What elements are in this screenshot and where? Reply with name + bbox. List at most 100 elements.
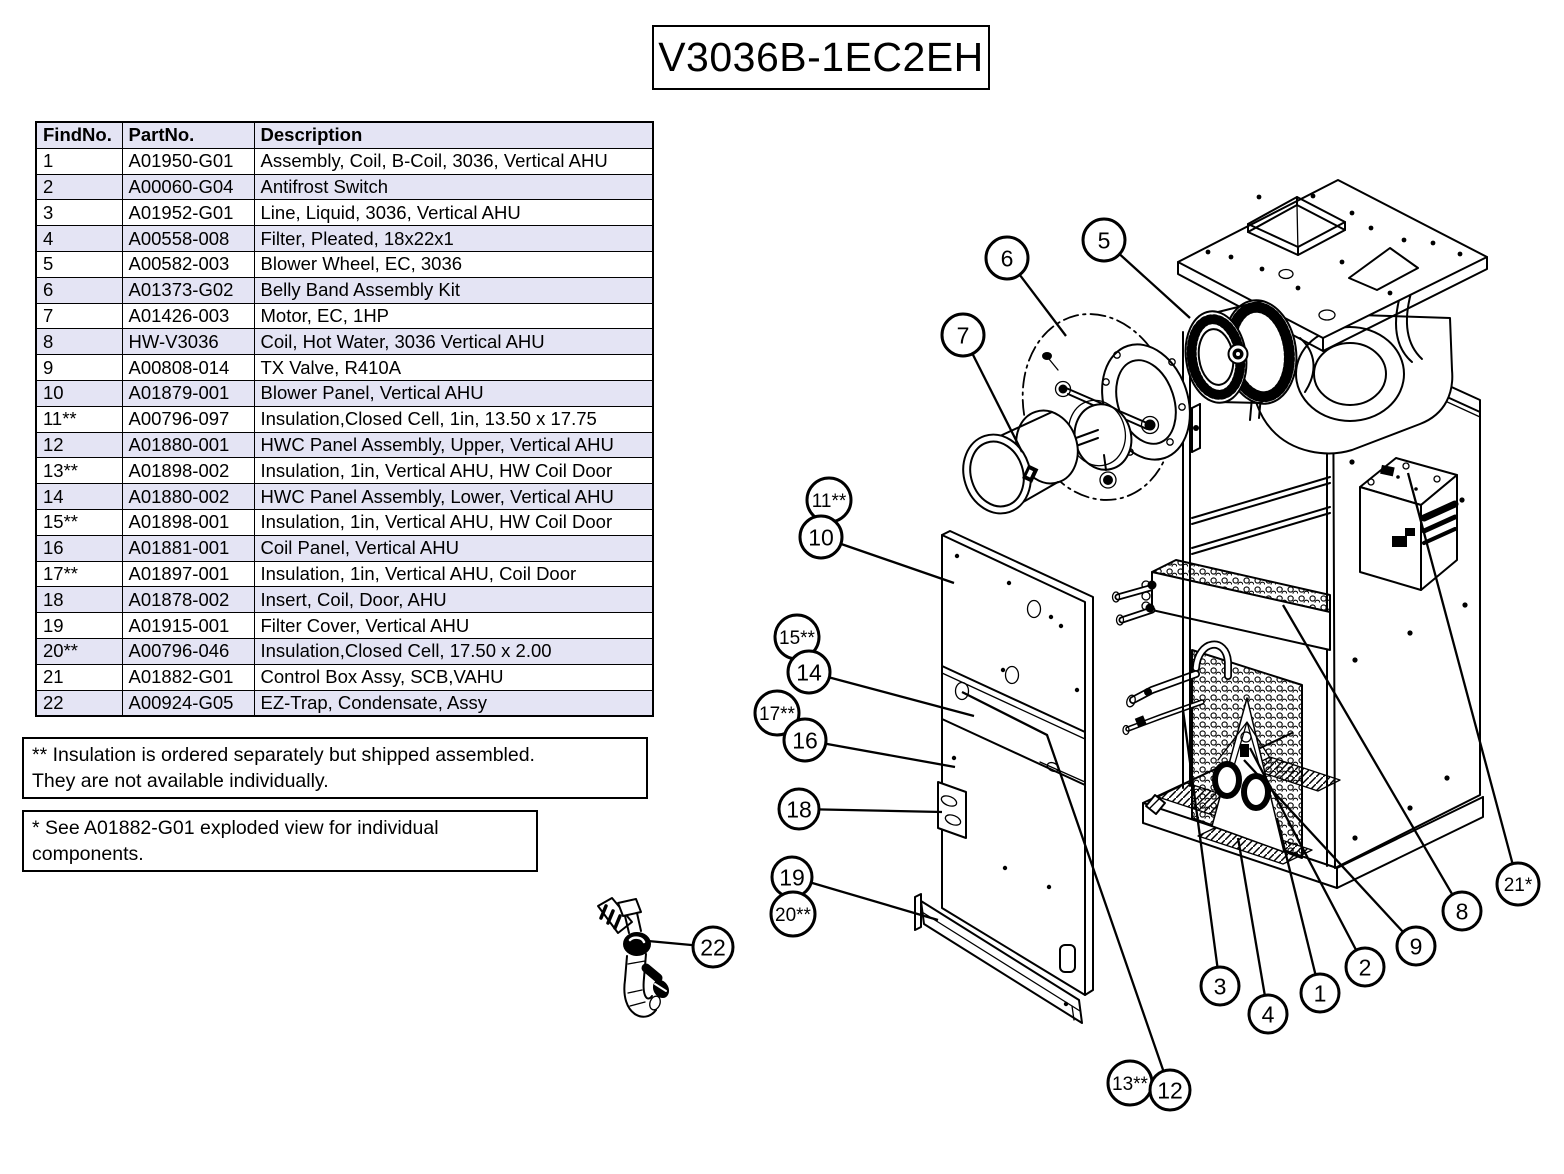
callout-4: 4 xyxy=(1247,993,1289,1035)
leader-line-14 xyxy=(808,670,975,718)
leader-line-16 xyxy=(804,738,956,769)
description-cell: Insulation,Closed Cell, 17.50 x 2.00 xyxy=(253,637,654,665)
callout-10: 10 xyxy=(798,514,844,560)
callout-label: 9 xyxy=(1410,933,1423,959)
callout-label: 11** xyxy=(812,491,847,512)
description-cell: Insulation, 1in, Vertical AHU, HW Coil D… xyxy=(253,508,654,536)
control-box-note: * See A01882-G01 exploded view for indiv… xyxy=(22,810,538,872)
callout-label: 5 xyxy=(1098,227,1111,253)
callout-12: 12 xyxy=(1148,1068,1192,1112)
callout-1: 1 xyxy=(1299,972,1341,1014)
control-box xyxy=(1359,457,1459,591)
callout-circle xyxy=(1395,925,1437,967)
description-cell: Filter, Pleated, 18x22x1 xyxy=(253,225,654,252)
description-cell: Antifrost Switch xyxy=(253,173,654,201)
part-no-cell: A01952-G01 xyxy=(121,199,255,227)
description-cell: Coil, Hot Water, 3036 Vertical AHU xyxy=(253,328,654,356)
part-no-cell: A00582-003 xyxy=(121,250,255,278)
find-no-cell: 7 xyxy=(35,302,123,330)
description-cell: EZ-Trap, Condensate, Assy xyxy=(253,689,654,717)
part-no-cell: A01882-G01 xyxy=(121,663,255,691)
callout-circle xyxy=(940,312,986,358)
find-no-cell: 20** xyxy=(35,637,123,665)
part-no-cell: A01898-001 xyxy=(121,508,255,536)
description-cell: Coil Panel, Vertical AHU xyxy=(253,534,654,562)
part-no-cell: A00796-097 xyxy=(121,405,255,433)
callout-11: 11** xyxy=(805,476,853,524)
description-cell: Belly Band Assembly Kit xyxy=(253,276,654,304)
model-title: V3036B-1EC2EH xyxy=(658,34,984,80)
callout-circle xyxy=(1299,972,1341,1014)
description-cell: TX Valve, R410A xyxy=(253,354,654,381)
find-no-cell: 14 xyxy=(35,483,123,510)
column-header: PartNo. xyxy=(121,121,255,149)
part-no-cell: A00796-046 xyxy=(121,637,255,665)
blower-wheel xyxy=(1184,299,1298,405)
callout-18: 18 xyxy=(777,787,821,831)
part-no-cell: A01373-G02 xyxy=(121,276,255,304)
wheel-hub xyxy=(1227,343,1249,365)
callouts: 65711**1015**1417**16181920**2213**12341… xyxy=(647,217,1541,1112)
callout-label: 8 xyxy=(1456,898,1469,924)
callout-22: 22 xyxy=(691,925,735,969)
callout-circle xyxy=(1344,946,1386,988)
leader-line-21 xyxy=(1406,472,1520,885)
callout-circle xyxy=(782,717,828,763)
callout-circle xyxy=(1199,965,1241,1007)
ez-trap xyxy=(597,897,670,1018)
callout-5: 5 xyxy=(1081,217,1127,263)
callout-label: 4 xyxy=(1262,1001,1275,1027)
part-no-cell: HW-V3036 xyxy=(121,328,255,356)
callout-label: 12 xyxy=(1157,1077,1183,1103)
callout-circle xyxy=(753,689,801,737)
callout-circle xyxy=(777,787,821,831)
description-cell: Control Box Assy, SCB,VAHU xyxy=(253,663,654,691)
find-no-cell: 13** xyxy=(35,457,123,485)
description-cell: Insulation,Closed Cell, 1in, 13.50 x 17.… xyxy=(253,405,654,433)
callout-circle xyxy=(786,649,832,695)
parts-table-header: FindNo.PartNo.Description xyxy=(35,121,654,149)
description-cell: Insulation, 1in, Vertical AHU, HW Coil D… xyxy=(253,457,654,485)
callout-7: 7 xyxy=(940,312,986,358)
callout-circle xyxy=(798,514,844,560)
part-no-cell: A01878-002 xyxy=(121,586,255,614)
callout-label: 15** xyxy=(779,628,816,649)
callout-circle xyxy=(1441,890,1483,932)
callout-circle xyxy=(1247,993,1289,1035)
callout-9: 9 xyxy=(1395,925,1437,967)
callout-circle xyxy=(1148,1068,1192,1112)
find-no-cell: 1 xyxy=(35,147,123,175)
callout-2: 2 xyxy=(1344,946,1386,988)
find-no-cell: 22 xyxy=(35,689,123,717)
part-no-cell: A01881-001 xyxy=(121,534,255,562)
leader-line-4 xyxy=(1236,837,1270,1015)
model-title-box: V3036B-1EC2EH xyxy=(652,25,990,90)
find-no-cell: 8 xyxy=(35,328,123,356)
callout-circle xyxy=(769,890,817,938)
part-no-cell: A01950-G01 xyxy=(121,147,255,175)
door-latch-insert xyxy=(937,781,967,839)
callout-circle xyxy=(691,925,735,969)
find-no-cell: 17** xyxy=(35,560,123,588)
motor-mount-bracket xyxy=(1191,403,1201,453)
callout-label: 2 xyxy=(1359,954,1372,980)
part-no-cell: A01879-001 xyxy=(121,379,255,407)
callout-20: 20** xyxy=(769,890,817,938)
callout-label: 7 xyxy=(957,322,970,348)
